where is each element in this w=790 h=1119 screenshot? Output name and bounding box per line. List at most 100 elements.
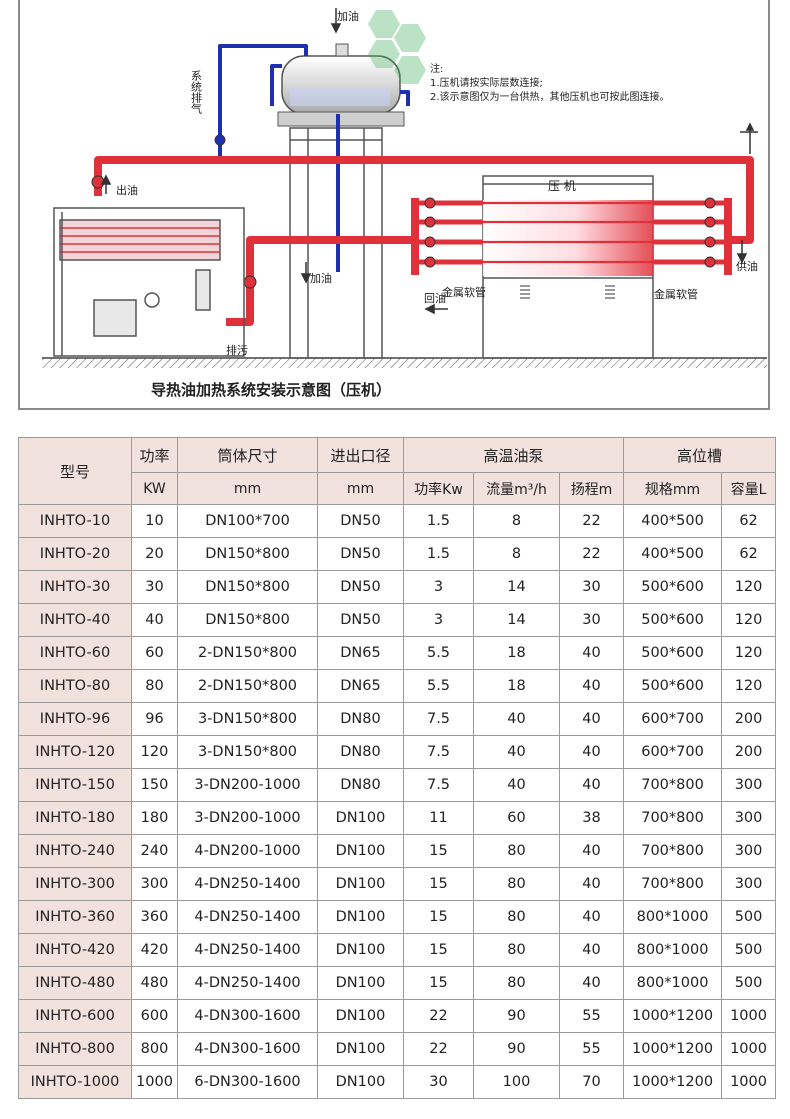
cell-pump-head: 22 (558, 504, 625, 538)
cell-tank-spec: 400*500 (623, 537, 723, 571)
cell-port: DN80 (317, 735, 404, 769)
cell-port: DN100 (317, 834, 404, 868)
cell-model: INHTO-40 (18, 603, 132, 637)
cell-pump-flow: 80 (473, 966, 560, 1000)
cell-pump-flow: 8 (473, 504, 560, 538)
cell-tank-spec: 500*600 (623, 636, 723, 670)
cell-pump-power: 30 (403, 1065, 474, 1099)
cell-cylinder: DN150*800 (177, 603, 318, 637)
cell-pump-head: 30 (558, 570, 625, 604)
cell-pump-head: 40 (558, 900, 625, 934)
cell-power: 80 (131, 669, 178, 703)
cell-cylinder: 3-DN150*800 (177, 735, 318, 769)
cell-tank-capacity: 120 (721, 636, 777, 670)
cell-power: 10 (131, 504, 178, 538)
header-tank-capacity: 容量L (721, 472, 777, 505)
cell-power: 600 (131, 999, 178, 1033)
cell-port: DN50 (317, 570, 404, 604)
cell-tank-spec: 700*800 (623, 867, 723, 901)
cell-pump-power: 3 (403, 603, 474, 637)
cell-model: INHTO-1000 (18, 1065, 132, 1099)
label-supply-oil: 供油 (736, 259, 758, 273)
cell-pump-flow: 18 (473, 669, 560, 703)
cell-cylinder: 4-DN250-1400 (177, 966, 318, 1000)
cell-tank-capacity: 120 (721, 669, 777, 703)
cell-pump-flow: 8 (473, 537, 560, 571)
cell-model: INHTO-96 (18, 702, 132, 736)
cell-power: 96 (131, 702, 178, 736)
cell-pump-power: 15 (403, 966, 474, 1000)
cell-port: DN100 (317, 1065, 404, 1099)
cell-tank-spec: 800*1000 (623, 966, 723, 1000)
cell-port: DN80 (317, 702, 404, 736)
cell-model: INHTO-120 (18, 735, 132, 769)
diagram-canvas: 加油 系统排气 出油 加油 压 机 供油 回油 金属软管 金属软管 排污 注: … (42, 8, 767, 399)
header-power-unit: KW (131, 472, 178, 505)
cell-power: 300 (131, 867, 178, 901)
cell-model: INHTO-60 (18, 636, 132, 670)
cell-port: DN50 (317, 504, 404, 538)
cell-tank-spec: 600*700 (623, 702, 723, 736)
cell-power: 30 (131, 570, 178, 604)
cell-tank-capacity: 300 (721, 867, 777, 901)
label-hose-left: 金属软管 (442, 285, 486, 299)
cell-pump-head: 38 (558, 801, 625, 835)
cell-model: INHTO-480 (18, 966, 132, 1000)
header-model: 型号 (18, 437, 132, 505)
cell-pump-power: 1.5 (403, 537, 474, 571)
cell-cylinder: 2-DN150*800 (177, 636, 318, 670)
expansion-tank (277, 43, 405, 127)
cell-pump-flow: 80 (473, 867, 560, 901)
cell-port: DN65 (317, 669, 404, 703)
cell-pump-head: 30 (558, 603, 625, 637)
notes-line-1: 1.压机请按实际层数连接; (430, 76, 543, 89)
press-springs (520, 285, 615, 299)
cell-port: DN100 (317, 933, 404, 967)
cell-pump-head: 40 (558, 669, 625, 703)
cell-pump-flow: 40 (473, 702, 560, 736)
cell-pump-power: 15 (403, 834, 474, 868)
cell-pump-head: 55 (558, 999, 625, 1033)
cell-power: 20 (131, 537, 178, 571)
cell-tank-spec: 500*600 (623, 669, 723, 703)
cell-pump-power: 15 (403, 933, 474, 967)
cell-pump-flow: 14 (473, 603, 560, 637)
cell-model: INHTO-150 (18, 768, 132, 802)
cell-model: INHTO-180 (18, 801, 132, 835)
cell-tank-capacity: 500 (721, 900, 777, 934)
cell-cylinder: DN150*800 (177, 570, 318, 604)
cell-power: 150 (131, 768, 178, 802)
cell-pump-flow: 90 (473, 1032, 560, 1066)
cell-tank-spec: 1000*1200 (623, 999, 723, 1033)
cell-pump-flow: 80 (473, 834, 560, 868)
notes-line-2: 2.该示意图仅为一台供热，其他压机也可按此图连接。 (430, 90, 670, 103)
header-tank-spec: 规格mm (623, 472, 723, 505)
cell-port: DN100 (317, 867, 404, 901)
cell-tank-spec: 500*600 (623, 570, 723, 604)
cell-cylinder: 3-DN200-1000 (177, 801, 318, 835)
cell-tank-spec: 700*800 (623, 834, 723, 868)
cell-model: INHTO-240 (18, 834, 132, 868)
label-outlet-oil: 出油 (116, 183, 138, 197)
cell-tank-capacity: 62 (721, 504, 777, 538)
cell-tank-spec: 400*500 (623, 504, 723, 538)
cell-cylinder: 4-DN250-1400 (177, 933, 318, 967)
cell-tank-capacity: 62 (721, 537, 777, 571)
cell-pump-head: 40 (558, 768, 625, 802)
cell-pump-head: 40 (558, 966, 625, 1000)
cell-tank-spec: 800*1000 (623, 900, 723, 934)
cell-pump-flow: 60 (473, 801, 560, 835)
cell-pump-head: 40 (558, 636, 625, 670)
